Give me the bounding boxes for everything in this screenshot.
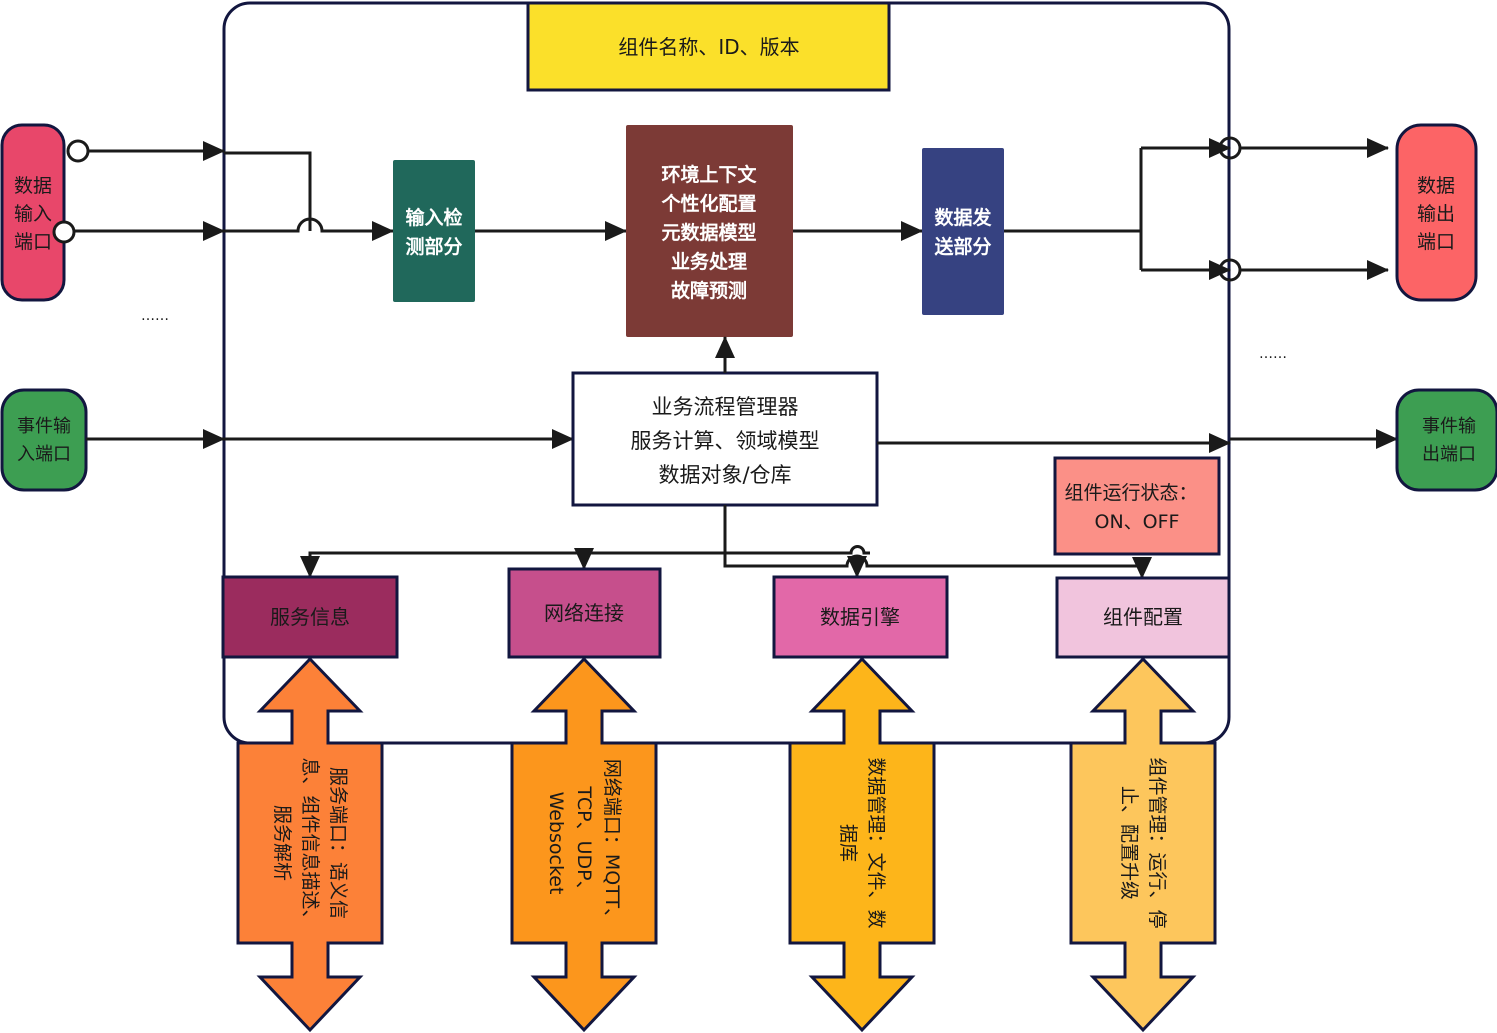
output-split-line [1004, 148, 1143, 270]
arrow-text-line: 服务端口：语义信 [327, 767, 349, 919]
arrow-text-line: 组件管理：运行、停 [1146, 757, 1168, 928]
arrow-text-line: 息、组件信息描述、 [299, 757, 321, 928]
module-component-config[interactable]: 组件配置 [1055, 576, 1231, 659]
module-label: 数据引擎 [820, 605, 900, 629]
data-output-port[interactable]: 数据 输出 端口 [1395, 123, 1478, 302]
module-label: 组件配置 [1103, 605, 1183, 629]
module-service-info[interactable]: 服务信息 [221, 575, 399, 659]
process-manager-block: 业务流程管理器 服务计算、领域模型 数据对象/仓库 [571, 371, 879, 507]
arrow-text-line: 服务解析 [271, 805, 293, 881]
distribution-line-top [308, 545, 870, 575]
data-input-port-label-2: 输入 [14, 203, 52, 225]
module-label: 网络连接 [544, 601, 624, 625]
data-input-port[interactable]: 数据 输入 端口 [0, 123, 66, 302]
context-label-5: 故障预测 [671, 279, 747, 302]
event-input-port-label-1: 事件输 [17, 416, 71, 437]
data-output-port-label-3: 端口 [1417, 231, 1455, 253]
input-check-block: 输入检 测部分 [393, 160, 475, 302]
event-input-port-label-2: 入端口 [17, 444, 71, 465]
input-port-connector-1 [66, 139, 90, 163]
status-label-1: 组件运行状态： [1064, 482, 1197, 504]
event-output-port-label-2: 出端口 [1422, 444, 1476, 465]
event-output-port-label-1: 事件输 [1422, 416, 1476, 437]
ellipsis-right: …… [1259, 346, 1287, 362]
double-arrow-shape [510, 656, 658, 1033]
input-check-label-2: 测部分 [405, 235, 462, 258]
manager-label-3: 数据对象/仓库 [658, 463, 791, 487]
title-box: 组件名称、ID、版本 [526, 1, 891, 92]
double-arrow-shape [236, 656, 384, 1033]
double-arrow-network: 网络端口：MQTT、 TCP、UDP、 Websocket [510, 656, 658, 1033]
input-port-connector-2 [52, 220, 76, 244]
data-output-port-label-2: 输出 [1417, 203, 1455, 225]
manager-label-1: 业务流程管理器 [652, 395, 799, 419]
arrow-text-line: 据库 [837, 824, 859, 862]
input-check-label-1: 输入检 [405, 206, 462, 229]
data-input-port-label-3: 端口 [14, 231, 52, 253]
arrow-text-line: TCP、UDP、 [573, 785, 595, 899]
data-input-port-label-1: 数据 [14, 175, 52, 197]
input-merge-line [224, 151, 312, 231]
context-label-1: 环境上下文 [661, 163, 757, 186]
module-label: 服务信息 [270, 605, 350, 629]
arrow-text-line: 止、配置升级 [1118, 786, 1140, 900]
manager-label-2: 服务计算、领域模型 [631, 429, 820, 453]
input-jump-line [224, 217, 394, 241]
title-text: 组件名称、ID、版本 [618, 35, 799, 59]
data-output-port-label-1: 数据 [1417, 175, 1455, 197]
double-arrow-shape [1069, 656, 1217, 1033]
context-label-3: 元数据模型 [661, 221, 756, 244]
data-send-label-1: 数据发 [934, 206, 992, 229]
double-arrow-data: 数据管理：文件、数据库 [788, 656, 936, 1033]
context-label-4: 业务处理 [671, 250, 747, 273]
event-input-port[interactable]: 事件输 入端口 [0, 388, 88, 492]
arrow-text-line: Websocket [545, 792, 567, 895]
context-block: 环境上下文 个性化配置 元数据模型 业务处理 故障预测 [626, 125, 793, 337]
component-status-box: 组件运行状态： ON、OFF [1053, 456, 1221, 556]
status-label-2: ON、OFF [1095, 511, 1180, 533]
module-data-engine[interactable]: 数据引擎 [772, 575, 949, 659]
arrow-text-line: 网络端口：MQTT、 [601, 759, 623, 927]
double-arrow-config: 组件管理：运行、停止、配置升级 [1069, 656, 1217, 1033]
module-network[interactable]: 网络连接 [507, 567, 662, 659]
double-arrow-shape [788, 656, 936, 1033]
event-output-port[interactable]: 事件输 出端口 [1395, 388, 1497, 492]
ellipsis-left: …… [141, 308, 169, 324]
data-send-label-2: 送部分 [934, 235, 991, 258]
arrow-text-line: 数据管理：文件、数 [865, 757, 887, 928]
data-send-block: 数据发 送部分 [922, 148, 1004, 315]
context-label-2: 个性化配置 [660, 192, 756, 215]
